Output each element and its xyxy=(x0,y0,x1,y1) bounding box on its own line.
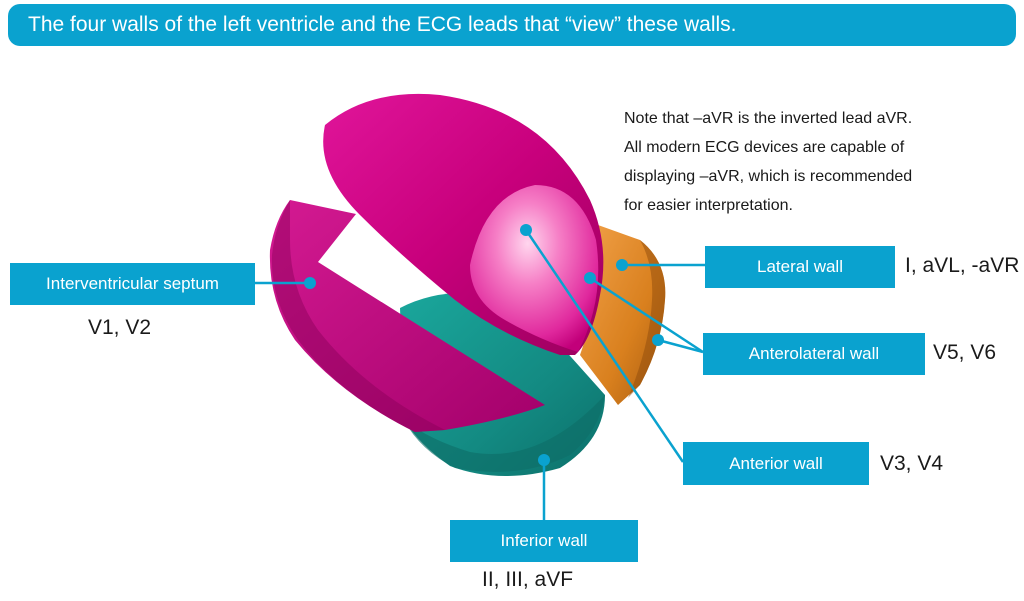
anterior-wall-shape xyxy=(323,93,604,356)
anterior-label-box: Anterior wall xyxy=(683,442,869,485)
septum-leads: V1, V2 xyxy=(88,316,152,339)
note-text: Note that –aVR is the inverted lead aVR.… xyxy=(624,104,984,220)
inferior-label-box: Inferior wall xyxy=(450,520,638,562)
lateral-leads: I, aVL, -aVR xyxy=(905,254,1020,277)
inferior-label: Inferior wall xyxy=(500,531,588,550)
lateral-label-box: Lateral wall xyxy=(705,246,895,288)
leader-dots xyxy=(304,224,664,466)
anterior-label: Anterior wall xyxy=(729,453,823,473)
lateral-label: Lateral wall xyxy=(757,257,843,276)
note-line-1: Note that –aVR is the inverted lead aVR. xyxy=(624,110,913,127)
note-line-2: All modern ECG devices are capable of xyxy=(624,139,905,156)
page-title: The four walls of the left ventricle and… xyxy=(28,13,737,36)
inferior-leads: II, III, aVF xyxy=(482,568,574,591)
note-line-4: for easier interpretation. xyxy=(624,197,793,214)
note-line-3: displaying –aVR, which is recommended xyxy=(624,168,913,185)
anterior-leads: V3, V4 xyxy=(880,452,944,475)
anterolateral-leads: V5, V6 xyxy=(933,341,997,364)
anterolateral-label: Anterolateral wall xyxy=(748,344,880,363)
septum-label: Interventricular septum xyxy=(46,274,219,293)
septum-wall-shape xyxy=(269,200,545,432)
septum-label-box: Interventricular septum xyxy=(10,263,255,305)
leader-lines xyxy=(255,229,705,521)
anterolateral-label-box: Anterolateral wall xyxy=(703,333,925,375)
title-banner: The four walls of the left ventricle and… xyxy=(8,4,1016,46)
